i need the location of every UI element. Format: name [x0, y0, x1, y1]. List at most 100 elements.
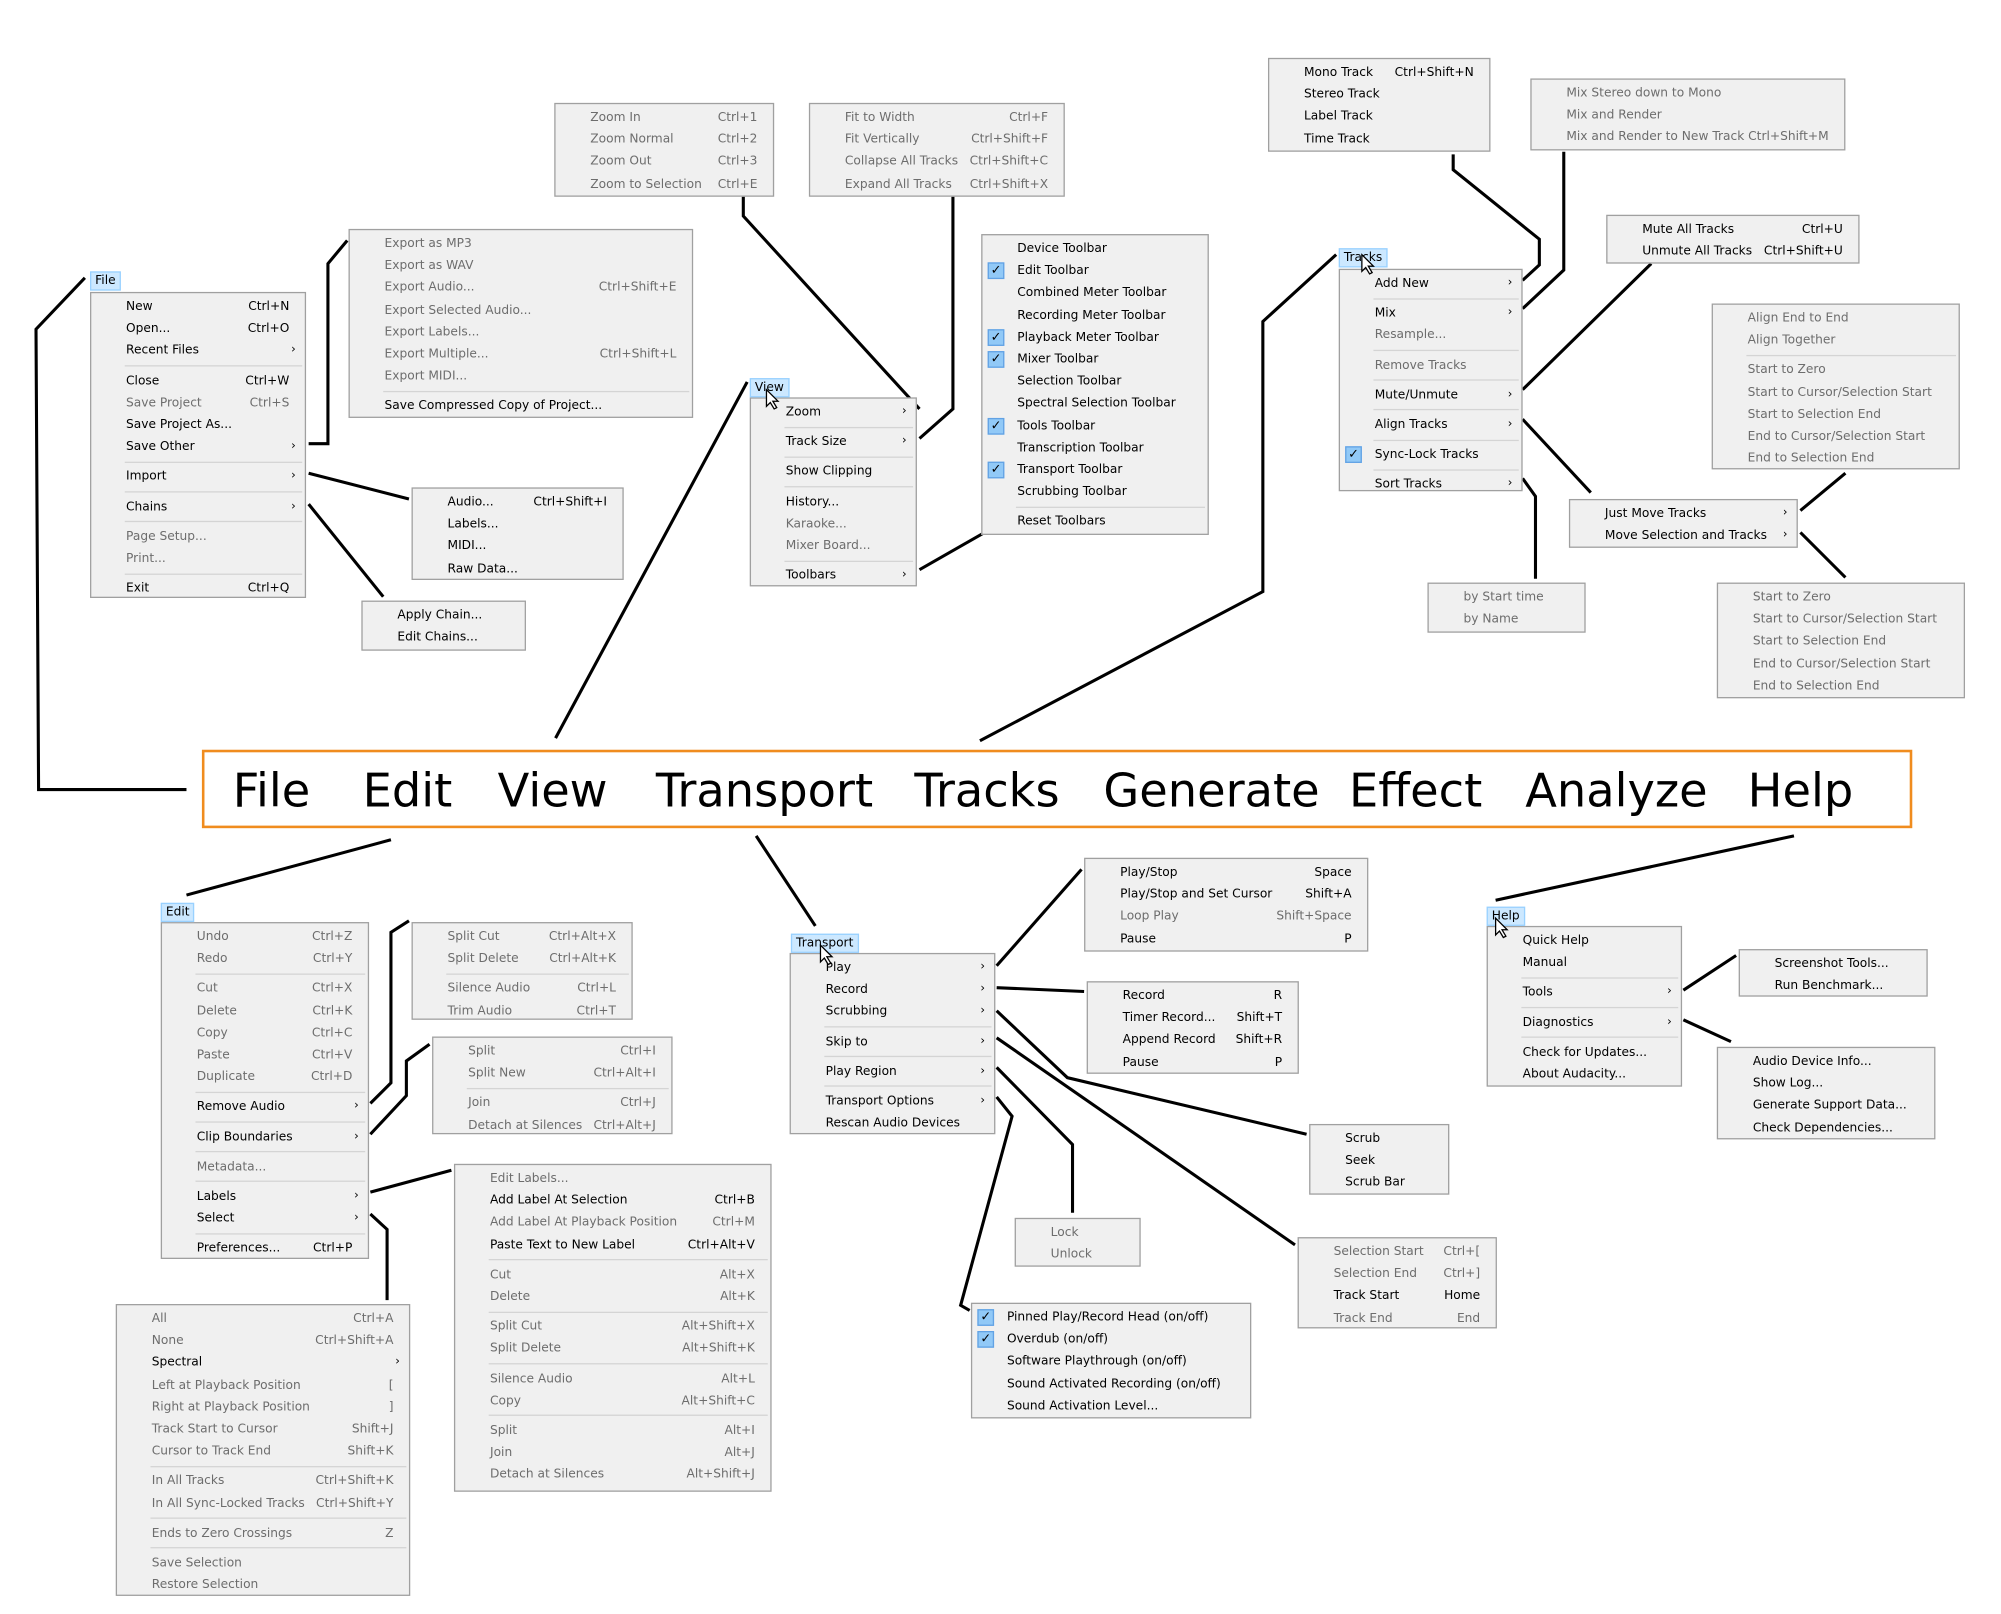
- menu-item[interactable]: About Audacity...: [1488, 1063, 1681, 1085]
- menu-item[interactable]: Start to Zero: [1713, 359, 1959, 381]
- menu-item[interactable]: Transcription Toolbar: [983, 437, 1208, 459]
- edit-menu-tag[interactable]: Edit: [160, 902, 195, 923]
- menu-item[interactable]: Track Size›: [751, 431, 916, 453]
- menu-item[interactable]: Export Selected Audio...: [350, 299, 692, 321]
- menu-item[interactable]: Software Playthrough (on/off): [972, 1351, 1250, 1373]
- menu-item[interactable]: Export as WAV: [350, 255, 692, 277]
- menubar-effect[interactable]: Effect: [1349, 765, 1483, 818]
- menubar-edit[interactable]: Edit: [362, 765, 453, 818]
- menu-item[interactable]: Edit Labels...: [455, 1168, 770, 1190]
- menu-item[interactable]: Sound Activated Recording (on/off): [972, 1373, 1250, 1395]
- menu-item[interactable]: Apply Chain...: [363, 604, 525, 626]
- menu-item[interactable]: Selection Toolbar: [983, 371, 1208, 393]
- menubar-tracks[interactable]: Tracks: [914, 765, 1060, 818]
- menu-item[interactable]: Show Clipping: [751, 461, 916, 483]
- menu-item[interactable]: ✓Playback Meter Toolbar: [983, 326, 1208, 348]
- menu-item[interactable]: Karaoke...: [751, 513, 916, 535]
- menu-item[interactable]: Manual: [1488, 952, 1681, 974]
- menu-item[interactable]: by Start time: [1429, 586, 1585, 608]
- menu-item[interactable]: Mix›: [1340, 302, 1521, 324]
- menu-item[interactable]: End to Cursor/Selection Start: [1718, 653, 1964, 675]
- menu-item[interactable]: Show Log...: [1718, 1073, 1934, 1095]
- menu-item[interactable]: Save Other›: [91, 436, 304, 458]
- menu-item[interactable]: Export MIDI...: [350, 365, 692, 387]
- menu-item[interactable]: History...: [751, 491, 916, 513]
- menu-item[interactable]: Import›: [91, 466, 304, 488]
- menu-item[interactable]: Scrubbing›: [791, 1001, 994, 1023]
- menu-item[interactable]: Recent Files›: [91, 340, 304, 362]
- menu-item[interactable]: Chains›: [91, 496, 304, 518]
- menu-item[interactable]: Preferences...Ctrl+P: [162, 1237, 368, 1259]
- menu-item[interactable]: Device Toolbar: [983, 238, 1208, 260]
- menu-item[interactable]: Resample...: [1340, 325, 1521, 347]
- menu-item[interactable]: Tools›: [1488, 982, 1681, 1004]
- menu-item[interactable]: Save Project As...: [91, 414, 304, 436]
- menu-item[interactable]: Labels...: [413, 513, 623, 535]
- menu-item[interactable]: Right at Playback Position]: [117, 1396, 409, 1418]
- menu-item[interactable]: Export as MP3: [350, 233, 692, 255]
- menu-item[interactable]: Reset Toolbars: [983, 511, 1208, 533]
- menu-item[interactable]: ✓Transport Toolbar: [983, 459, 1208, 481]
- menu-item[interactable]: Time Track: [1269, 128, 1489, 150]
- menu-item[interactable]: Labels›: [162, 1186, 368, 1208]
- menubar-transport[interactable]: Transport: [655, 765, 874, 818]
- menu-item[interactable]: Sound Activation Level...: [972, 1395, 1250, 1417]
- menu-item[interactable]: Diagnostics›: [1488, 1012, 1681, 1034]
- menu-item[interactable]: Restore Selection: [117, 1574, 409, 1596]
- menubar-view[interactable]: View: [497, 765, 608, 818]
- menu-item[interactable]: Start to Selection End: [1718, 631, 1964, 653]
- menu-item[interactable]: Mix Stereo down to Mono: [1532, 82, 1844, 104]
- menu-item[interactable]: Save Selection: [117, 1552, 409, 1574]
- menu-item[interactable]: Start to Cursor/Selection Start: [1718, 609, 1964, 631]
- menu-item[interactable]: ✓Tools Toolbar: [983, 415, 1208, 437]
- menu-item[interactable]: Start to Cursor/Selection Start: [1713, 381, 1959, 403]
- menu-item[interactable]: Rescan Audio Devices: [791, 1113, 994, 1135]
- menu-item[interactable]: Print...: [91, 548, 304, 570]
- menu-item[interactable]: Play›: [791, 957, 994, 979]
- menu-item[interactable]: Check for Updates...: [1488, 1041, 1681, 1063]
- menu-item[interactable]: Recording Meter Toolbar: [983, 304, 1208, 326]
- view-menu-tag[interactable]: View: [749, 378, 790, 398]
- menu-item[interactable]: Clip Boundaries›: [162, 1126, 368, 1148]
- menu-item[interactable]: Left at Playback Position[: [117, 1374, 409, 1396]
- menu-item[interactable]: End to Selection End: [1713, 448, 1959, 470]
- menu-item[interactable]: Scrubbing Toolbar: [983, 481, 1208, 503]
- menu-item[interactable]: End to Cursor/Selection Start: [1713, 426, 1959, 448]
- menu-item[interactable]: ✓Sync-Lock Tracks: [1340, 444, 1521, 466]
- menu-item[interactable]: Remove Audio›: [162, 1096, 368, 1118]
- menu-item[interactable]: Timer Record...Shift+T: [1088, 1007, 1298, 1029]
- menu-item[interactable]: Zoom›: [751, 401, 916, 423]
